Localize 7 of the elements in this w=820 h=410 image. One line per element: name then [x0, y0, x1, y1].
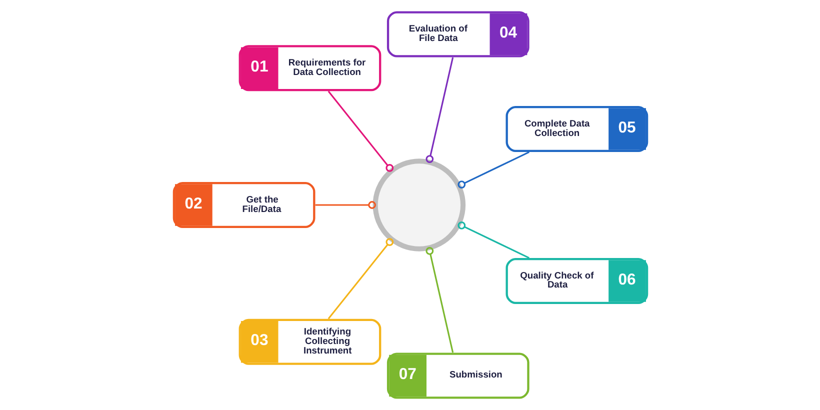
connector: [314, 201, 376, 209]
connector: [425, 57, 454, 163]
connector: [457, 151, 529, 188]
connector: [457, 222, 529, 259]
connector: [327, 90, 394, 172]
connector: [425, 247, 454, 353]
connector: [327, 238, 394, 320]
